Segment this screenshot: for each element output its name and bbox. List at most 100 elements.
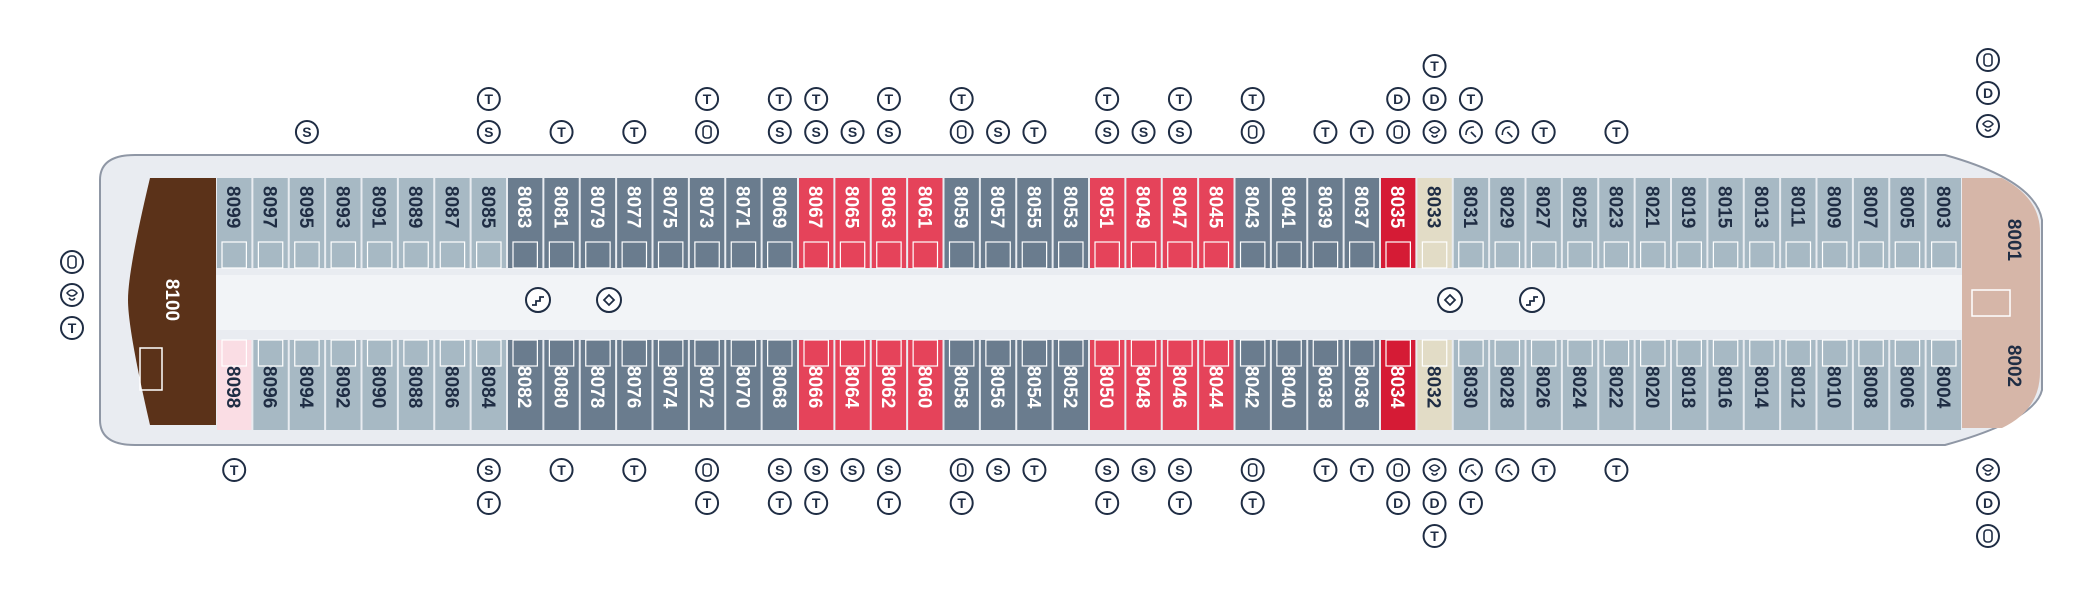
cabin-block[interactable] [1235,178,1270,268]
cabin-8059[interactable]: 8059 [944,178,979,269]
cabin-block[interactable] [871,340,907,430]
cabin-block[interactable] [1890,178,1925,268]
cabin-block[interactable] [1090,340,1125,430]
cabin-8042[interactable]: 8042 [1235,339,1270,430]
cabin-block[interactable] [689,178,725,268]
owner-suite[interactable] [128,178,216,425]
cabin-block[interactable] [908,340,943,430]
cabin-block[interactable] [1708,178,1743,268]
cabin-8003[interactable]: 8003 [1926,178,1961,269]
cabin-8029[interactable]: 8029 [1490,178,1525,269]
cabin-8034[interactable]: 8034 [1381,339,1416,430]
cabin-8079[interactable]: 8079 [580,178,616,269]
cabin-block[interactable] [653,340,688,430]
cabin-block[interactable] [398,178,434,268]
cabin-8075[interactable]: 8075 [653,178,688,269]
cabin-block[interactable] [544,340,579,430]
cabin-block[interactable] [1126,178,1161,268]
cabin-block[interactable] [1599,340,1634,430]
cabin-8007[interactable]: 8007 [1853,178,1889,269]
cabin-block[interactable] [362,178,397,268]
cabin-8091[interactable]: 8091 [362,178,397,269]
cabin-8043[interactable]: 8043 [1235,178,1270,269]
cabin-block[interactable] [1271,178,1307,268]
cabin-8013[interactable]: 8013 [1744,178,1780,269]
cabin-8085[interactable]: 8085 [471,178,506,269]
cabin-8077[interactable]: 8077 [617,178,652,269]
cabin-block[interactable] [1308,178,1343,268]
cabin-8041[interactable]: 8041 [1271,178,1307,269]
cabin-block[interactable] [1635,340,1670,430]
cabin-block[interactable] [799,340,834,430]
cabin-block[interactable] [1599,178,1634,268]
cabin-8070[interactable]: 8070 [726,339,761,430]
cabin-block[interactable] [326,340,361,430]
cabin-block[interactable] [1417,178,1452,268]
cabin-block[interactable] [980,178,1016,268]
cabin-8036[interactable]: 8036 [1344,339,1379,430]
cabin-block[interactable] [1126,340,1161,430]
cabin-8061[interactable]: 8061 [908,178,943,269]
cabin-8021[interactable]: 8021 [1635,178,1670,269]
cabin-block[interactable] [580,178,616,268]
cabin-block[interactable] [1744,340,1780,430]
cabin-block[interactable] [1453,340,1489,430]
cabin-8058[interactable]: 8058 [944,339,979,430]
cabin-block[interactable] [1090,178,1125,268]
cabin-8084[interactable]: 8084 [471,339,506,430]
cabin-8083[interactable]: 8083 [508,178,543,269]
cabin-block[interactable] [435,340,470,430]
cabin-block[interactable] [689,340,725,430]
cabin-8051[interactable]: 8051 [1090,178,1125,269]
bow-suite-upper[interactable] [1962,178,2040,302]
cabin-block[interactable] [1053,340,1088,430]
cabin-8046[interactable]: 8046 [1162,339,1198,430]
cabin-block[interactable] [1853,178,1889,268]
cabin-block[interactable] [1344,178,1379,268]
cabin-8010[interactable]: 8010 [1817,339,1852,430]
cabin-8026[interactable]: 8026 [1526,339,1561,430]
cabin-8073[interactable]: 8073 [689,178,725,269]
cabin-block[interactable] [1235,340,1270,430]
cabin-block[interactable] [1853,340,1889,430]
cabin-8038[interactable]: 8038 [1308,339,1343,430]
cabin-8031[interactable]: 8031 [1453,178,1489,269]
cabin-block[interactable] [1890,340,1925,430]
cabin-8023[interactable]: 8023 [1599,178,1634,269]
cabin-block[interactable] [653,178,688,268]
cabin-block[interactable] [362,340,397,430]
cabin-block[interactable] [1817,178,1852,268]
cabin-8076[interactable]: 8076 [617,339,652,430]
cabin-block[interactable] [617,340,652,430]
cabin-block[interactable] [544,178,579,268]
cabin-block[interactable] [835,178,870,268]
bow-suite-lower[interactable] [1962,302,2040,428]
cabin-block[interactable] [871,178,907,268]
cabin-8093[interactable]: 8093 [326,178,361,269]
cabin-block[interactable] [217,340,252,430]
cabin-block[interactable] [980,340,1016,430]
cabin-block[interactable] [1199,178,1234,268]
cabin-block[interactable] [1417,340,1452,430]
cabin-block[interactable] [1635,178,1670,268]
cabin-8095[interactable]: 8095 [289,178,325,269]
cabin-8096[interactable]: 8096 [253,339,288,430]
cabin-8071[interactable]: 8071 [726,178,761,269]
cabin-block[interactable] [435,178,470,268]
cabin-block[interactable] [944,340,979,430]
cabin-8069[interactable]: 8069 [762,178,797,269]
cabin-8054[interactable]: 8054 [1017,339,1052,430]
cabin-8055[interactable]: 8055 [1017,178,1052,269]
cabin-block[interactable] [508,178,543,268]
cabin-block[interactable] [1926,340,1961,430]
cabin-block[interactable] [1672,340,1707,430]
cabin-8009[interactable]: 8009 [1817,178,1852,269]
cabin-8028[interactable]: 8028 [1490,339,1525,430]
cabin-8090[interactable]: 8090 [362,339,397,430]
cabin-block[interactable] [1526,178,1561,268]
cabin-8019[interactable]: 8019 [1672,178,1707,269]
cabin-8089[interactable]: 8089 [398,178,434,269]
cabin-block[interactable] [1562,340,1598,430]
cabin-8088[interactable]: 8088 [398,339,434,430]
cabin-8068[interactable]: 8068 [762,339,797,430]
